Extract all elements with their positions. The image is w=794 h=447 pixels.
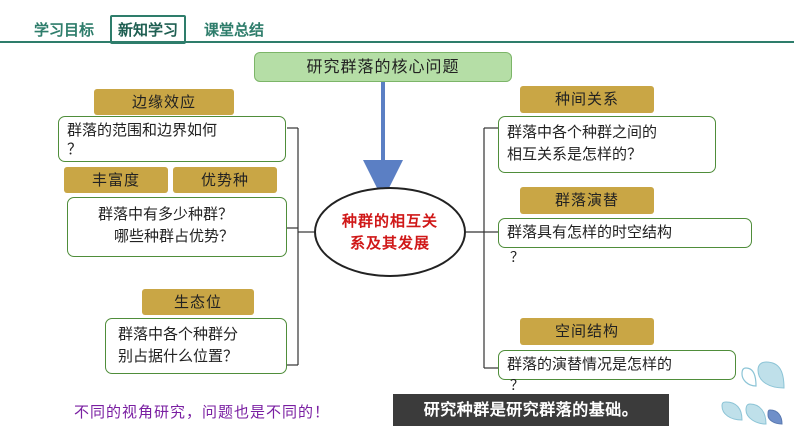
question-line: 哪些种群占优势？ [114,227,235,245]
center-node-label: 种群的相互关系及其发展 [342,212,439,252]
question-line: 别占据什么位置？ [118,347,239,365]
question-box-richness: 群落中有多少种群？ 哪些种群占优势？ [67,197,287,257]
footer-note: 不同的视角研究，问题也是不同的！ [74,403,331,421]
center-node: 种群的相互关系及其发展 [314,187,466,277]
question-line: ？ [67,140,83,158]
leaf-decoration-icon [721,361,785,425]
tag-richness: 丰富度 [64,167,168,193]
question-box-succession: 群落具有怎样的时空结构 [498,218,752,248]
question-line: 群落具有怎样的时空结构 [507,223,673,241]
question-line: 群落中各个种群之间的 [507,123,658,141]
nav-tab-summary[interactable]: 课堂总结 [204,21,265,39]
question-line: 群落中有多少种群？ [98,205,234,223]
question-box-niche: 群落中各个种群分 别占据什么位置？ [105,318,287,374]
question-line: 相互关系是怎样的？ [507,145,643,163]
nav-divider [0,41,794,43]
question-line: 群落中各个种群分 [118,325,239,343]
nav-tab-goals[interactable]: 学习目标 [34,21,95,39]
diagram-title: 研究群落的核心问题 [254,52,512,82]
question-line-overflow: ？ [510,250,524,266]
tag-dominant-species: 优势种 [173,167,277,193]
question-box-relations: 群落中各个种群之间的 相互关系是怎样的？ [498,116,716,173]
question-line: 群落的演替情况是怎样的 [507,355,673,373]
tag-niche: 生态位 [142,289,254,315]
tag-interspecific-relations: 种间关系 [520,86,654,113]
question-line-overflow: ？ [510,378,524,394]
tag-spatial-structure: 空间结构 [520,318,654,345]
tag-edge-effect: 边缘效应 [94,89,234,115]
tag-succession: 群落演替 [520,187,654,214]
question-box-edge: 群落的范围和边界如何 ？ [58,116,286,162]
question-line: 群落的范围和边界如何 [67,121,218,139]
question-box-spatial: 群落的演替情况是怎样的 [498,350,736,380]
footer-highlight: 研究种群是研究群落的基础。 [393,394,669,426]
nav-tab-new-knowledge[interactable]: 新知学习 [110,15,187,44]
